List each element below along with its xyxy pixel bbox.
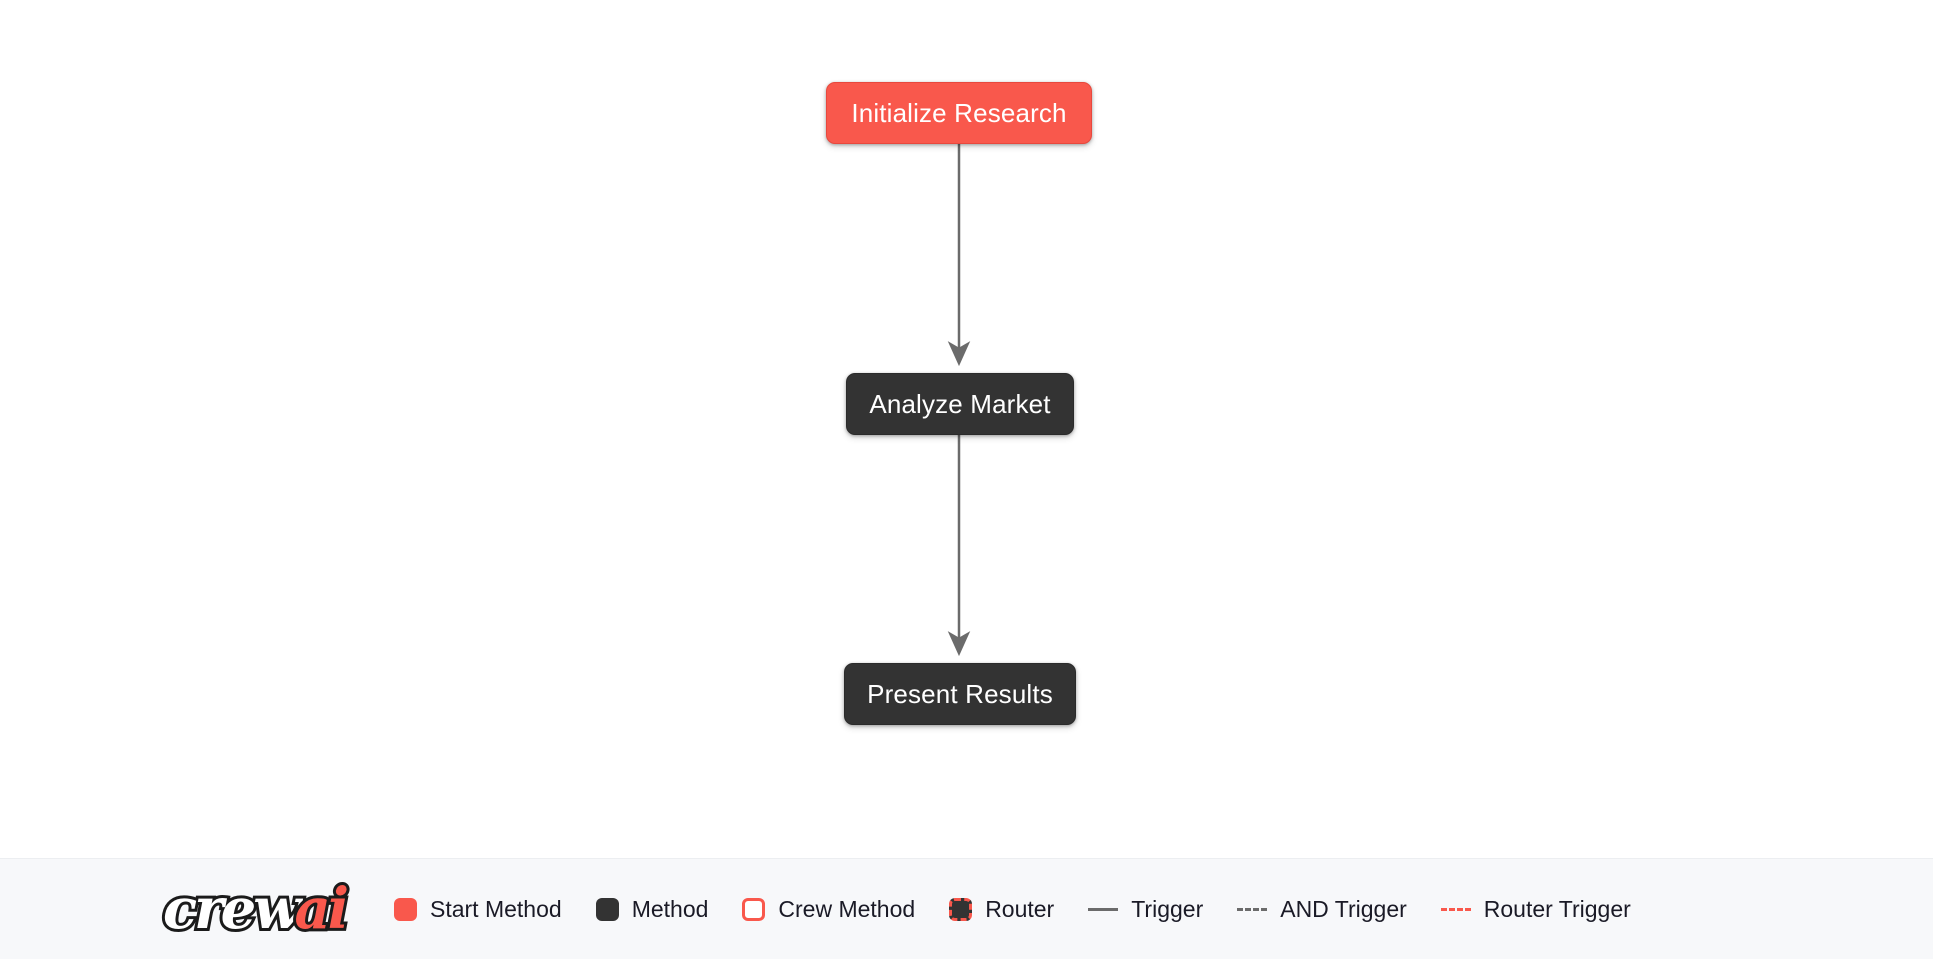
legend-item-label: Trigger — [1131, 895, 1204, 922]
crew-method-swatch-icon — [742, 897, 766, 921]
and-trigger-line-icon — [1237, 907, 1268, 911]
crewai-logo-text-primary: crew — [160, 876, 304, 942]
legend-bar: crew ai Start Method Method Crew Method … — [0, 858, 1933, 959]
method-swatch-icon — [595, 897, 619, 921]
legend-item-label: Router — [985, 895, 1055, 922]
router-swatch-icon — [949, 897, 973, 921]
router-trigger-line-icon — [1440, 907, 1471, 911]
flow-canvas[interactable]: Initialize Research Analyze Market Prese… — [0, 0, 1933, 858]
legend-item-and-trigger: AND Trigger — [1237, 895, 1407, 922]
crewai-logo: crew ai — [160, 876, 352, 942]
flow-node-analyze-market[interactable]: Analyze Market — [846, 373, 1074, 435]
flow-node-label: Present Results — [867, 678, 1053, 709]
legend-item-start-method: Start Method — [394, 895, 562, 922]
crewai-logo-text-accent: ai — [291, 876, 351, 942]
legend-item-router-trigger: Router Trigger — [1440, 895, 1631, 922]
legend-item-label: Method — [631, 895, 709, 922]
legend-item-label: AND Trigger — [1280, 895, 1407, 922]
start-method-swatch-icon — [394, 897, 417, 921]
flow-node-label: Initialize Research — [851, 97, 1067, 128]
legend-item-crew-method: Crew Method — [742, 895, 916, 922]
flow-node-present-results[interactable]: Present Results — [844, 663, 1076, 725]
trigger-line-icon — [1088, 907, 1119, 911]
legend-item-label: Start Method — [430, 895, 562, 922]
legend-item-trigger: Trigger — [1088, 895, 1204, 922]
legend-item-label: Crew Method — [778, 895, 916, 922]
legend-item-label: Router Trigger — [1483, 895, 1631, 922]
flow-node-label: Analyze Market — [869, 388, 1051, 419]
legend-item-router: Router — [949, 895, 1055, 922]
flow-node-initialize-research[interactable]: Initialize Research — [826, 82, 1092, 144]
legend-item-method: Method — [595, 895, 709, 922]
